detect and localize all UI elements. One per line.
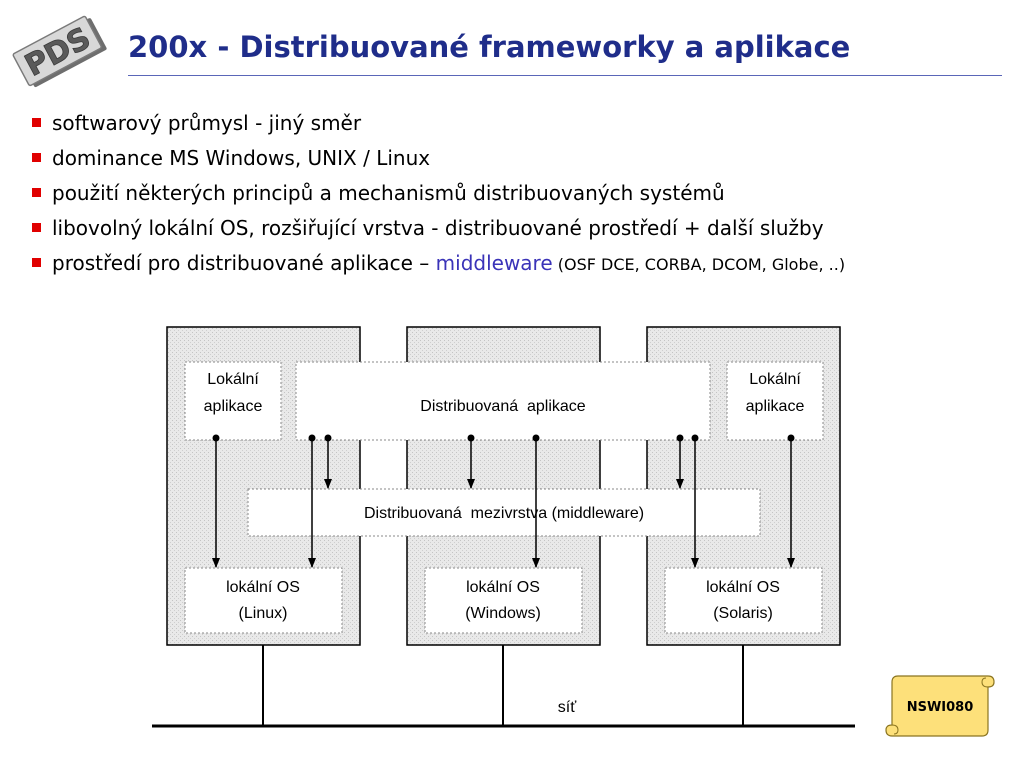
os-solaris-line1: lokální OS bbox=[706, 579, 780, 596]
bullet-list: softwarový průmysl - jiný směr dominance… bbox=[32, 106, 845, 281]
bullet-accent-text: middleware bbox=[435, 251, 553, 275]
arrow-app-to-os-linux bbox=[308, 434, 316, 568]
os-solaris-box bbox=[664, 567, 823, 634]
network-label: síť bbox=[558, 699, 577, 716]
bullet-item: softwarový průmysl - jiný směr bbox=[32, 106, 845, 141]
local-app-right-box bbox=[726, 361, 824, 441]
os-linux-line1: lokální OS bbox=[226, 579, 300, 596]
local-app-right-line1: Lokální bbox=[749, 371, 801, 388]
local-app-left-line2: aplikace bbox=[204, 398, 263, 415]
bullet-text: použití některých principů a mechanismů … bbox=[52, 181, 725, 205]
bullet-item: prostředí pro distribuované aplikace – m… bbox=[32, 246, 845, 281]
os-windows-line1: lokální OS bbox=[466, 579, 540, 596]
title-rule bbox=[128, 75, 1002, 76]
page-title: 200x - Distribuované frameworky a aplika… bbox=[128, 30, 851, 64]
bullet-text: prostředí pro distribuované aplikace – bbox=[52, 251, 436, 275]
bullet-small-text: (OSF DCE, CORBA, DCOM, Globe, ..) bbox=[552, 255, 846, 274]
arrow-local-app-right-to-os bbox=[787, 434, 795, 568]
arrow-app-to-middleware bbox=[467, 434, 475, 489]
middleware-box bbox=[247, 488, 761, 537]
arrow-app-to-os-solaris bbox=[691, 434, 699, 568]
local-app-left-box bbox=[184, 361, 282, 441]
distributed-app-box bbox=[295, 361, 711, 441]
bullet-square-icon bbox=[32, 188, 41, 197]
arrow-app-to-middleware bbox=[676, 434, 684, 489]
arrow-app-to-os-windows bbox=[532, 434, 540, 568]
course-code-badge: NSWI080 bbox=[885, 675, 995, 737]
pds-logo: PDS bbox=[12, 15, 107, 88]
os-linux-line2: (Linux) bbox=[239, 605, 288, 622]
os-windows-line2: (Windows) bbox=[465, 605, 541, 622]
os-windows-box bbox=[424, 567, 583, 634]
bullet-text: libovolný lokální OS, rozšiřující vrstva… bbox=[52, 216, 824, 240]
bullet-square-icon bbox=[32, 153, 41, 162]
bullet-text: dominance MS Windows, UNIX / Linux bbox=[52, 146, 431, 170]
bullet-item: dominance MS Windows, UNIX / Linux bbox=[32, 141, 845, 176]
bullet-square-icon bbox=[32, 118, 41, 127]
bullet-square-icon bbox=[32, 258, 41, 267]
arrow-local-app-left-to-os bbox=[212, 434, 220, 568]
bullet-item: použití některých principů a mechanismů … bbox=[32, 176, 845, 211]
local-app-right-line2: aplikace bbox=[746, 398, 805, 415]
os-linux-box bbox=[184, 567, 343, 634]
bullet-text: softwarový průmysl - jiný směr bbox=[52, 111, 362, 135]
distributed-app-label: Distribuovaná aplikace bbox=[420, 398, 586, 415]
bullet-item: libovolný lokální OS, rozšiřující vrstva… bbox=[32, 211, 845, 246]
local-app-left-line1: Lokální bbox=[207, 371, 259, 388]
os-solaris-line2: (Solaris) bbox=[713, 605, 773, 622]
middleware-label: Distribuovaná mezivrstva (middleware) bbox=[364, 505, 644, 522]
course-code-text: NSWI080 bbox=[907, 700, 974, 715]
arrow-app-to-middleware bbox=[324, 434, 332, 489]
bullet-square-icon bbox=[32, 223, 41, 232]
